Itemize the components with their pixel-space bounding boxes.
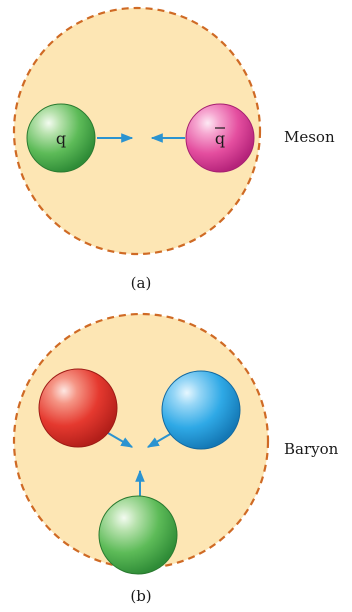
panel-tag-a: (a) — [131, 274, 152, 292]
panel-tag-b: (b) — [130, 587, 151, 605]
meson-label: Meson — [284, 128, 335, 146]
baryon-panel: Baryon (b) — [14, 314, 339, 605]
meson-panel: q q Meson (a) — [14, 8, 335, 292]
quark-sphere-red — [39, 369, 117, 447]
antiquark-label: q — [215, 129, 225, 148]
baryon-label: Baryon — [284, 440, 339, 458]
quark-sphere-green — [99, 496, 177, 574]
quark-sphere-blue — [162, 371, 240, 449]
quark-label: q — [56, 129, 66, 148]
